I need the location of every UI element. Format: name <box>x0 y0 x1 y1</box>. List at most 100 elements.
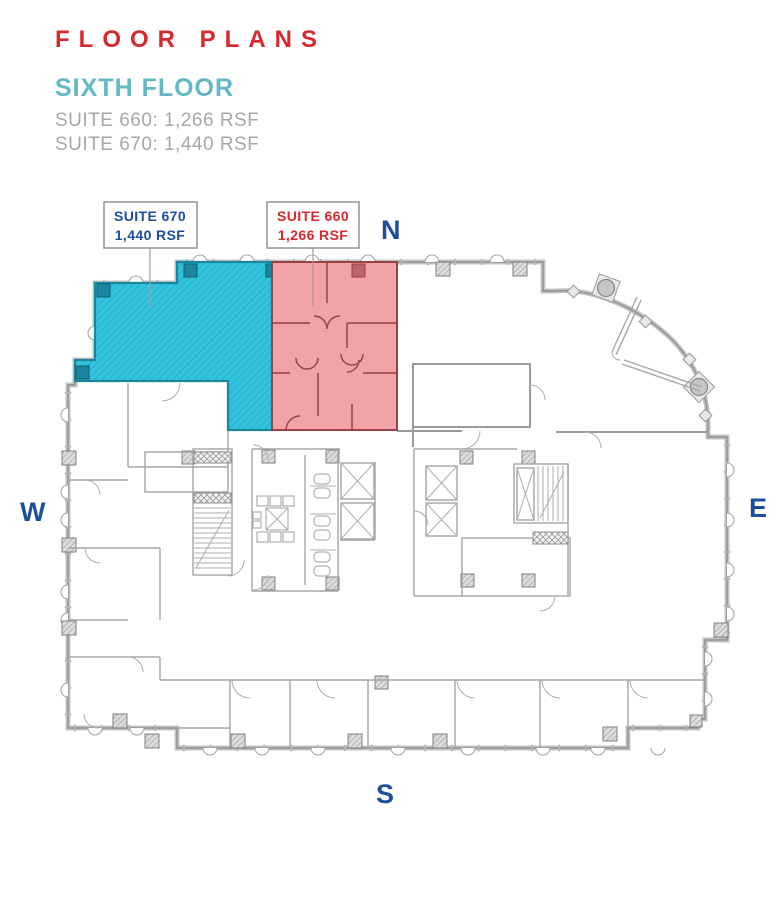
page-title: FLOOR PLANS <box>55 26 326 53</box>
room-wall <box>144 451 229 493</box>
callout-suite-660: SUITE 660 1,266 RSF <box>266 201 360 306</box>
column <box>325 576 340 591</box>
wedge-door-arc <box>611 351 621 361</box>
column <box>521 450 536 465</box>
column <box>61 537 77 553</box>
window-bumps <box>60 254 735 756</box>
suite-660-polygon <box>271 261 398 431</box>
round-column <box>689 377 709 397</box>
floor-subtitle: SIXTH FLOOR <box>55 74 235 102</box>
toilet <box>313 473 331 485</box>
compass-north: N <box>381 215 401 245</box>
fixture <box>252 511 262 520</box>
column <box>325 449 340 464</box>
column <box>432 733 448 749</box>
stair-landing <box>193 492 232 504</box>
compass-east: E <box>749 493 767 523</box>
column <box>261 449 276 464</box>
restroom-fixtures <box>252 473 336 577</box>
stairwell-center <box>513 463 569 545</box>
callout-box-670 <box>103 201 198 249</box>
column <box>435 261 451 277</box>
sink <box>256 531 269 543</box>
callout-660-area: 1,266 RSF <box>278 227 349 243</box>
stair-enclosure <box>192 448 233 576</box>
suite-660-area <box>271 261 398 431</box>
column <box>374 675 389 690</box>
curve-window-diamond <box>638 314 653 329</box>
stair-run-line <box>539 471 565 519</box>
core-room <box>461 537 571 597</box>
fixture <box>252 520 262 529</box>
column <box>512 261 528 277</box>
column <box>144 733 160 749</box>
suite-670-polygon <box>73 260 274 432</box>
stair-enclosure <box>513 463 569 524</box>
suite-670-column <box>96 283 111 298</box>
suite-670-column <box>183 263 198 278</box>
stair-landing <box>532 531 569 545</box>
stair-panel <box>516 467 535 521</box>
elevator-bank-east <box>425 465 458 537</box>
elevator-shaft <box>425 502 458 537</box>
suite-660-rsf-line: SUITE 660: 1,266 RSF <box>55 110 260 131</box>
elevator-shaft <box>340 502 375 540</box>
callout-box-660 <box>266 201 360 249</box>
elevator-bank-west <box>340 462 375 540</box>
compass-west: W <box>20 497 46 527</box>
column <box>61 620 77 636</box>
janitor-x <box>265 507 289 531</box>
toilet <box>313 565 331 577</box>
core-fixtures <box>192 448 569 577</box>
column <box>602 726 618 742</box>
suite-660-interior-walls <box>272 262 397 431</box>
callout-660-name: SUITE 660 <box>277 208 349 224</box>
interior-walls <box>68 296 708 748</box>
column <box>261 576 276 591</box>
toilet <box>313 551 331 563</box>
sink <box>269 495 282 507</box>
stairwell-west <box>192 448 233 576</box>
door-arc <box>83 382 649 729</box>
sink <box>282 531 295 543</box>
elevator-x <box>340 462 375 500</box>
stair-run-line <box>195 509 230 569</box>
column <box>112 713 128 729</box>
column <box>230 733 246 749</box>
west-room-dividers <box>68 479 161 680</box>
restroom-walls <box>251 448 340 592</box>
toilet <box>313 487 331 499</box>
curve-window-diamond <box>698 408 713 423</box>
elevator-x <box>340 502 375 540</box>
curve-window-diamond <box>566 284 581 299</box>
page-header: FLOOR PLANS SIXTH FLOOR SUITE 660: 1,266… <box>55 26 326 157</box>
elevator-shaft <box>425 465 458 501</box>
callout-670-name: SUITE 670 <box>114 208 186 224</box>
toilet <box>313 529 331 541</box>
column <box>521 573 536 588</box>
elevator-x <box>425 502 458 537</box>
sink <box>256 495 269 507</box>
callout-670-area: 1,440 RSF <box>115 227 186 243</box>
stair-landing <box>193 451 232 464</box>
sink <box>269 531 282 543</box>
stair-panel-x <box>516 467 535 521</box>
column <box>460 573 475 588</box>
suite-670-column <box>75 365 90 380</box>
stair-treads <box>194 507 231 569</box>
column <box>61 450 77 466</box>
stall-partitions <box>310 485 336 551</box>
compass-south: S <box>376 779 394 809</box>
toilet <box>313 515 331 527</box>
conference-room <box>412 363 531 447</box>
column <box>689 714 703 728</box>
column <box>347 733 363 749</box>
sink <box>282 495 295 507</box>
elevator-shaft <box>340 462 375 500</box>
curve-window-diamond <box>682 352 697 367</box>
south-office-walls <box>160 679 705 748</box>
column <box>459 450 474 465</box>
round-column <box>596 278 616 298</box>
